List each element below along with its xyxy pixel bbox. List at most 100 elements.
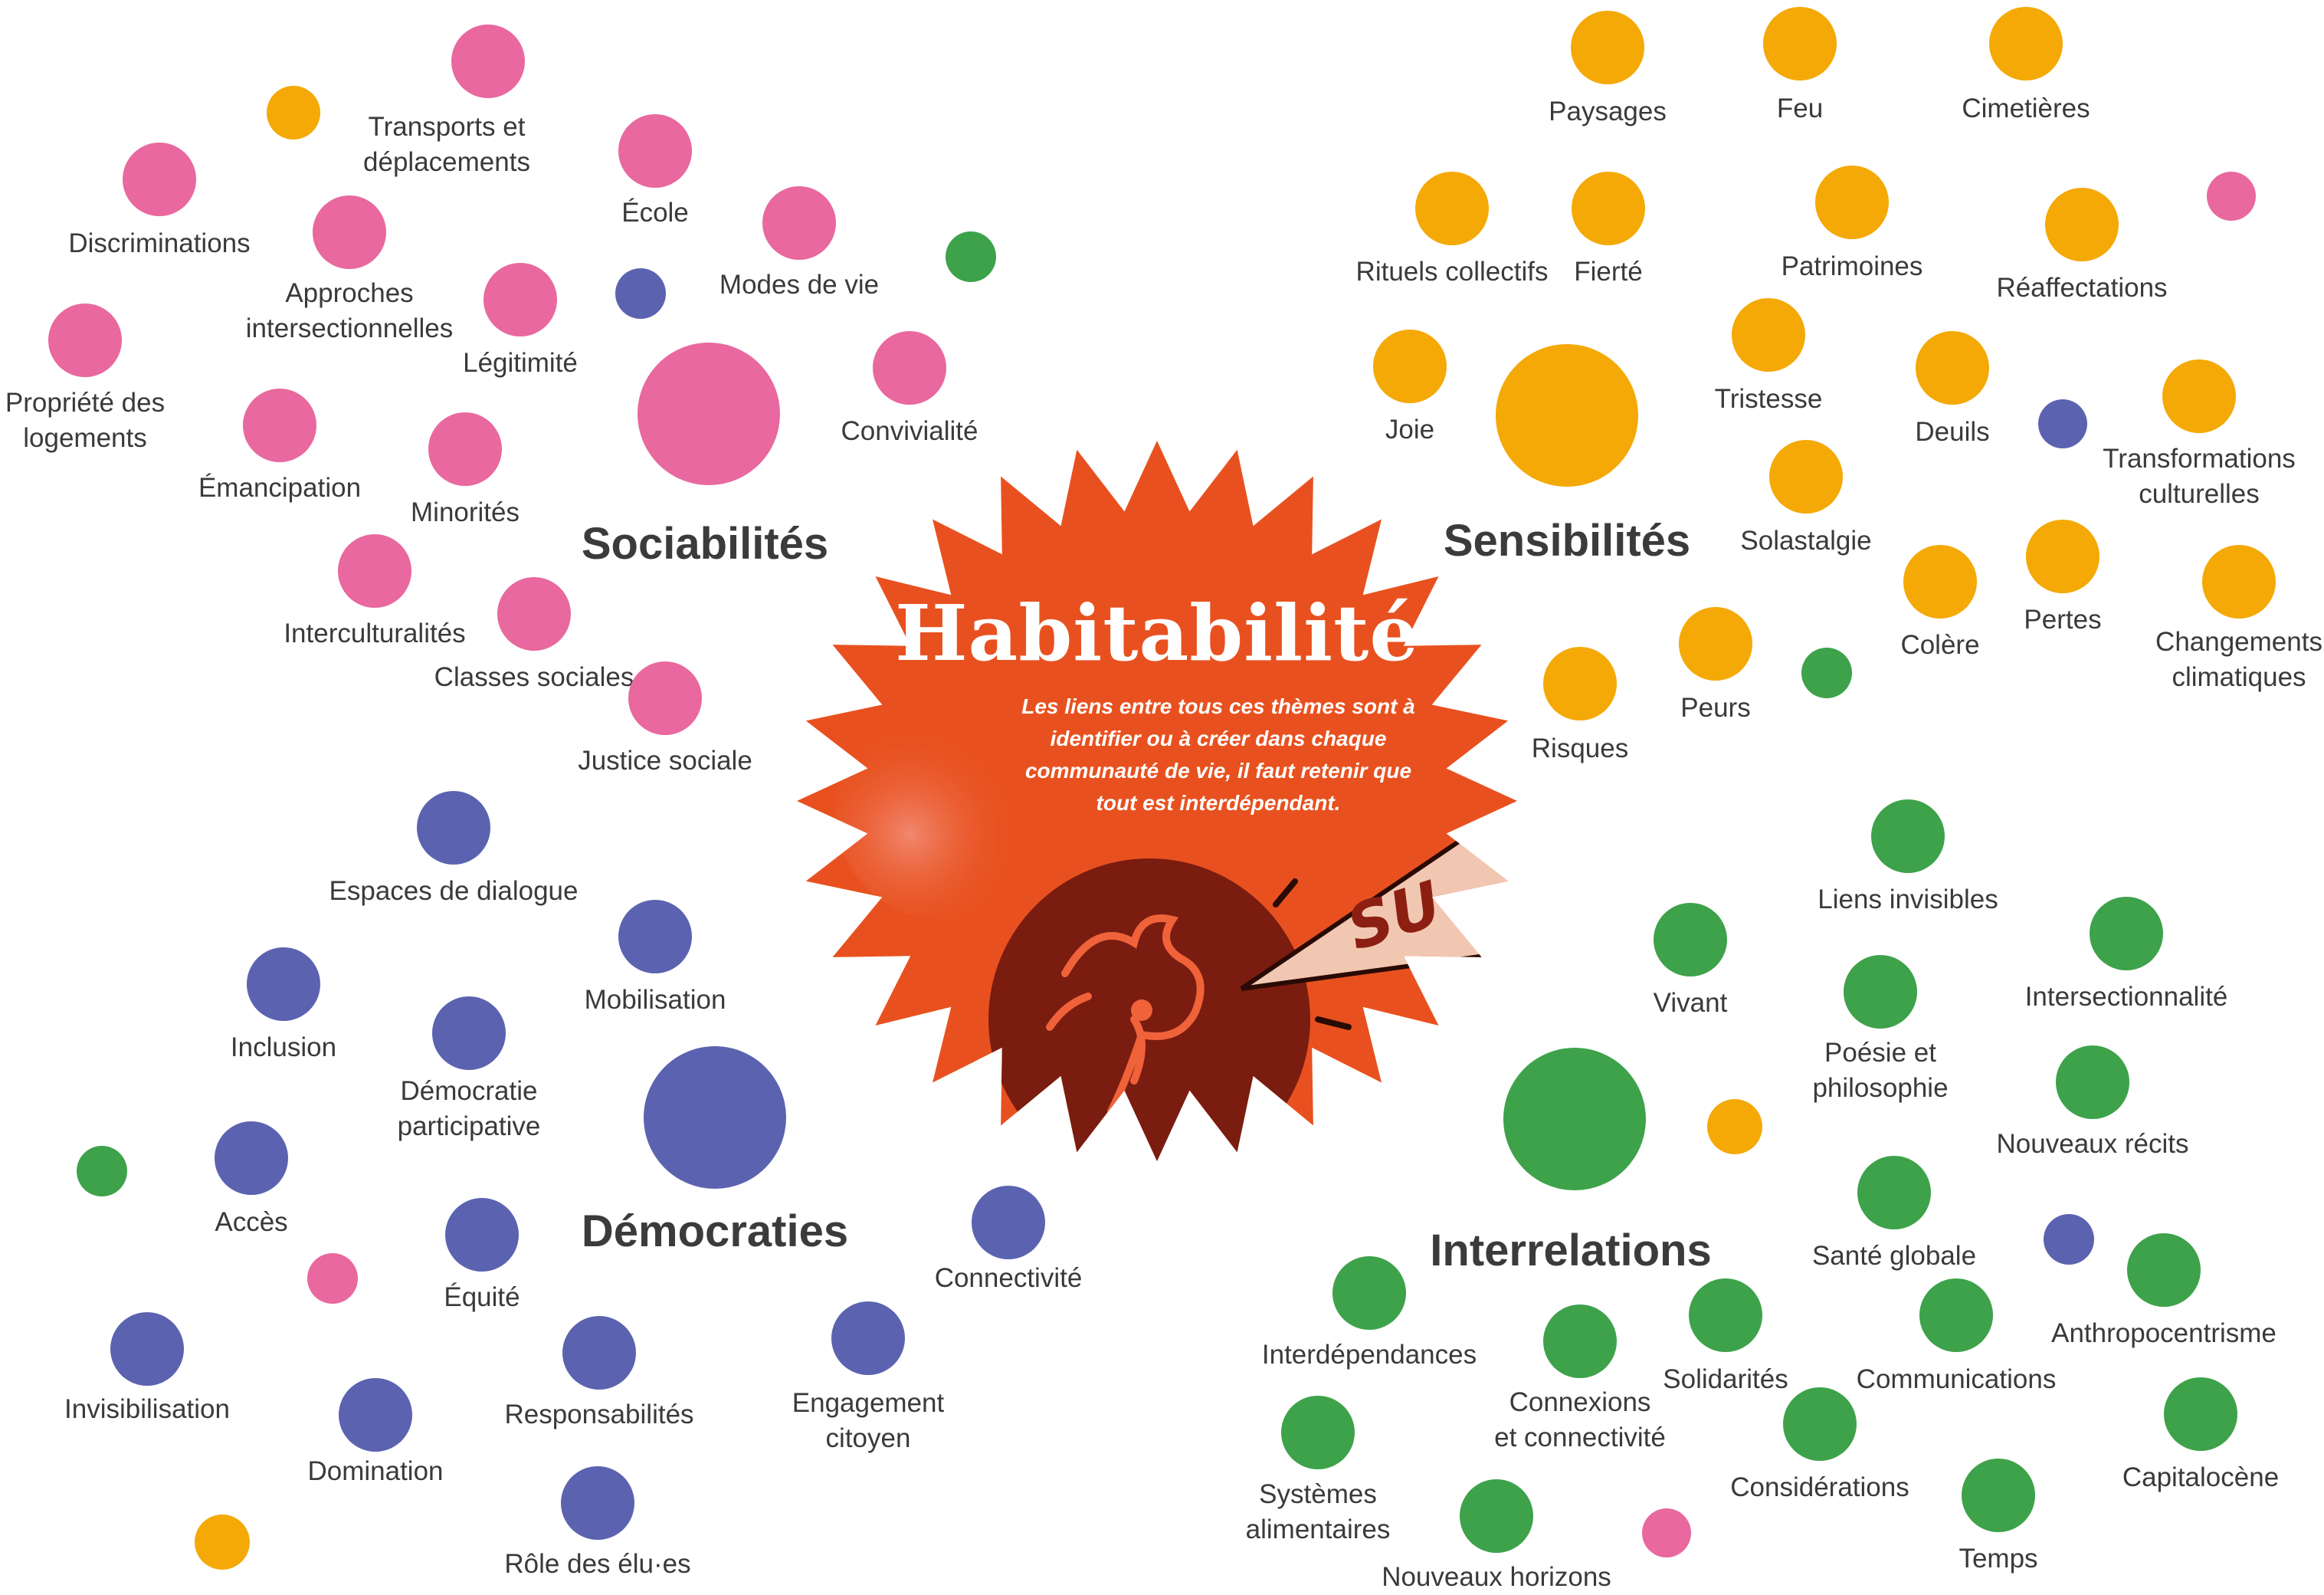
hub-dot-democraties [644,1046,786,1189]
theme-label: Feu [1776,94,1824,123]
theme-dot [1689,1278,1762,1352]
theme-dot [1571,11,1644,84]
theme-dot [1572,172,1645,245]
theme-dot [2026,520,2099,593]
theme-dot [48,304,122,377]
theme-label: Propriété des logements [5,388,166,453]
group-title-sensibilites: Sensibilités [1443,516,1691,566]
theme-label: Convivialité [841,416,978,446]
theme-label: Anthropocentrisme [2051,1318,2276,1348]
theme-label: Domination [307,1456,444,1486]
unlabeled-dot-sensibilites [195,1515,250,1570]
theme-label: Risques [1531,734,1629,763]
starburst-photo-texture: SU [835,705,1517,1161]
theme-label: Intersectionnalité [2024,982,2228,1012]
theme-dot [831,1301,905,1375]
theme-label: Justice sociale [578,746,752,776]
theme-label: Engagement citoyen [792,1388,945,1453]
hub-dot-interrelations [1503,1048,1646,1190]
theme-dot [1415,172,1489,245]
theme-dot [1679,607,1752,681]
theme-dot [972,1186,1045,1259]
theme-dot [215,1121,288,1195]
theme-dot [618,900,692,973]
theme-dot [2045,188,2119,261]
theme-dot [1783,1387,1857,1461]
theme-label: Accès [215,1207,288,1237]
theme-label: Peurs [1680,693,1751,723]
theme-dot [1543,1305,1617,1378]
theme-label: Patrimoines [1781,251,1923,281]
theme-dot [1373,330,1447,403]
unlabeled-dot-interrelations [946,231,996,282]
starburst-shape [797,441,1517,1161]
rooster-icon [988,858,1310,1161]
hub-dot-sensibilites [1496,344,1638,487]
theme-label: Considérations [1730,1472,1909,1502]
theme-label: Discriminations [68,228,251,258]
theme-label: Fierté [1574,257,1643,287]
theme-label: Classes sociales [434,662,634,692]
group-title-sociabilites: Sociabilités [581,519,829,569]
theme-dot [873,331,946,405]
unlabeled-dot-sociabilites [2207,172,2256,221]
theme-label: Changements climatiques [2155,627,2322,692]
theme-label: Solastalgie [1740,526,1872,556]
theme-dot [2090,897,2163,970]
theme-label: Poésie et philosophie [1812,1038,1949,1103]
theme-dot [1332,1256,1406,1330]
theme-label: Systèmes alimentaires [1245,1479,1391,1544]
theme-dot [2202,545,2276,619]
theme-label: Nouveaux récits [1996,1129,2189,1159]
unlabeled-dot-democraties [2038,399,2087,448]
theme-label: Joie [1385,415,1435,445]
central-title: Habitabilité [895,588,1419,678]
theme-label: Connectivité [934,1263,1083,1293]
theme-label: Deuils [1915,417,1990,447]
theme-dot [1989,7,2063,80]
central-note: Les liens entre tous ces thèmes sont à i… [1021,694,1415,815]
theme-dot [432,996,506,1070]
theme-label: Vivant [1653,988,1728,1018]
theme-dot [123,143,196,216]
theme-dot [313,195,386,269]
theme-label: Modes de vie [719,270,880,300]
group-title-democraties: Démocraties [581,1206,849,1256]
theme-dot [1654,903,1727,976]
theme-label: Colère [1900,630,1980,660]
theme-dot [2164,1377,2237,1451]
theme-label: Rituels collectifs [1355,257,1549,287]
theme-dot [762,186,836,260]
theme-dot [2162,359,2236,433]
theme-label: École [621,198,689,228]
theme-dot [339,1378,412,1452]
theme-dot [561,1466,634,1540]
theme-dot [618,114,692,188]
unlabeled-dot-sensibilites [267,86,320,139]
theme-label: Temps [1959,1544,2038,1574]
theme-dot [2127,1233,2201,1307]
theme-label: Invisibilisation [64,1394,230,1424]
unlabeled-dot-democraties [2044,1214,2094,1265]
theme-label: Liens invisibles [1818,884,1998,914]
theme-label: Paysages [1549,97,1667,126]
theme-label: Tristesse [1714,384,1823,414]
theme-label: Équité [444,1282,520,1312]
theme-label: Inclusion [230,1032,337,1062]
theme-label: Réaffectations [1996,273,2168,303]
theme-dot [1460,1479,1533,1553]
theme-dot [428,412,502,486]
theme-dot [1769,440,1843,514]
theme-dot [451,25,525,98]
theme-label: Nouveaux horizons [1382,1562,1611,1592]
theme-dot [243,389,316,462]
theme-dot [628,661,702,735]
theme-dot [1919,1278,1993,1352]
theme-dot [562,1316,636,1390]
theme-label: Communications [1856,1364,2057,1394]
theme-dot [1916,331,1989,405]
theme-dot [1281,1396,1355,1469]
theme-label: Responsabilités [504,1400,694,1429]
unlabeled-dot-sociabilites [307,1253,358,1304]
